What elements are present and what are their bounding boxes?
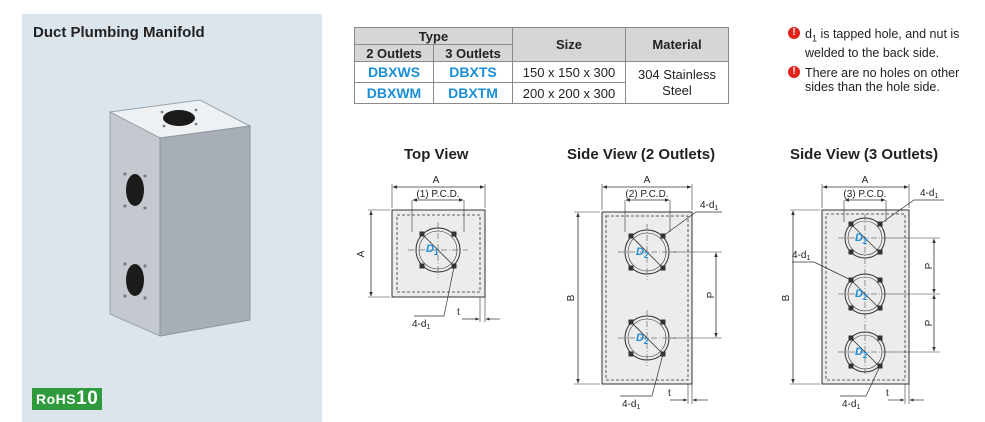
svg-text:4-d1: 4-d1 — [700, 200, 718, 212]
technical-drawings: A (1) P.C.D. A D1 4-d1 t — [356, 175, 944, 411]
material-line: Steel — [662, 82, 692, 98]
side3-t-label: t — [886, 388, 889, 399]
size-cell: 150 x 150 x 300 — [512, 61, 626, 83]
svg-text:D2: D2 — [636, 332, 649, 346]
side3-tap-sub-bottom: 1 — [856, 404, 860, 411]
side3-dim-b: B — [781, 294, 792, 301]
part-code[interactable]: DBXTS — [433, 61, 513, 83]
svg-text:D2: D2 — [636, 246, 649, 260]
top-view-title: Top View — [404, 146, 469, 163]
side3-hole-label-3: D — [855, 346, 863, 358]
product-title: Duct Plumbing Manifold — [33, 24, 205, 41]
side2-tap-label-top: 4-d — [700, 200, 714, 211]
side2-dim-p: P — [706, 291, 717, 298]
side3-dim-a: A — [862, 175, 869, 186]
note-1-sub: 1 — [811, 33, 817, 44]
svg-text:D1: D1 — [426, 243, 439, 257]
table-row: DBXWM DBXTM 200 x 200 x 300 — [354, 82, 729, 104]
svg-text:D2: D2 — [855, 288, 868, 302]
material-line: 304 Stainless — [637, 66, 717, 82]
rohs-badge: RoHS10 — [32, 388, 103, 410]
top-dim-a-side: A — [356, 250, 367, 257]
side2-tap-label-bottom: 4-d — [622, 399, 636, 410]
side2-hole-label-lower: D — [636, 332, 644, 344]
warning-icon: ! — [788, 65, 800, 78]
material-header: Material — [625, 27, 729, 62]
type-subheader-2: 2 Outlets — [354, 44, 434, 62]
side3-dim-p-upper: P — [924, 262, 935, 269]
top-t-label: t — [457, 307, 460, 318]
svg-text:4-d1: 4-d1 — [412, 319, 430, 331]
note-1-pre: d — [805, 27, 812, 41]
svg-text:4-d1: 4-d1 — [622, 399, 640, 411]
side3-tap-label-left: 4-d — [792, 250, 806, 261]
side2-pcd: (2) P.C.D. — [625, 189, 668, 200]
side3-hole-label-1: D — [855, 232, 863, 244]
side-view-2-title: Side View (2 Outlets) — [567, 146, 716, 163]
product-panel: Duct Plumbing Manifold RoHS10 — [22, 14, 322, 422]
side3-hole-sub-1: 2 — [862, 237, 868, 246]
side3-hole-sub-3: 2 — [862, 351, 868, 360]
side2-hole-sub-lower: 2 — [643, 337, 649, 346]
side2-hole-sub: 2 — [643, 251, 649, 260]
type-header: Type — [354, 27, 513, 45]
note-1-post: is tapped hole, and nut is welded to the… — [805, 27, 960, 60]
side3-hole-sub-2: 2 — [862, 293, 868, 302]
type-subheader-3: 3 Outlets — [433, 44, 513, 62]
note-1: ! d1 is tapped hole, and nut is welded t… — [788, 27, 978, 60]
side3-hole-label-2: D — [855, 288, 863, 300]
table-row: DBXWS DBXTS 150 x 150 x 300 304 Stainles… — [354, 61, 729, 104]
side-view-3-drawing — [790, 184, 944, 404]
top-hole-label: D — [426, 243, 434, 255]
part-code[interactable]: DBXTM — [433, 82, 513, 104]
svg-text:4-d1: 4-d1 — [842, 399, 860, 411]
side3-tap-sub-left: 1 — [806, 255, 810, 262]
side3-pcd: (3) P.C.D. — [843, 189, 886, 200]
top-view-drawing — [368, 184, 500, 322]
manifold-photo — [108, 99, 252, 337]
side2-dim-a: A — [644, 175, 651, 186]
top-tap-label: 4-d — [412, 319, 426, 330]
warning-icon: ! — [788, 27, 800, 39]
side3-dim-p-lower: P — [924, 319, 935, 326]
size-cell: 200 x 200 x 300 — [512, 82, 626, 104]
rohs-number: 10 — [76, 388, 99, 409]
side-view-3-title: Side View (3 Outlets) — [790, 146, 939, 163]
side2-dim-b: B — [566, 294, 577, 301]
side-view-2-drawing — [574, 184, 722, 404]
svg-text:4-d1: 4-d1 — [920, 188, 938, 200]
side2-hole-label: D — [636, 246, 644, 258]
side3-tap-label-top: 4-d — [920, 188, 934, 199]
side2-tap-sub-bottom: 1 — [636, 404, 640, 411]
side3-tap-sub-top: 1 — [934, 193, 938, 200]
svg-text:4-d1: 4-d1 — [792, 250, 810, 262]
top-dim-a: A — [433, 175, 440, 186]
svg-text:D2: D2 — [855, 232, 868, 246]
note-2-text: There are no holes on other sides than t… — [805, 65, 960, 94]
top-pcd: (1) P.C.D. — [416, 189, 459, 200]
side2-t-label: t — [668, 388, 671, 399]
part-code[interactable]: DBXWS — [354, 61, 434, 83]
size-header: Size — [512, 27, 626, 62]
top-tap-sub: 1 — [426, 324, 430, 331]
svg-text:D2: D2 — [855, 346, 868, 360]
part-code[interactable]: DBXWM — [354, 82, 434, 104]
note-2: ! There are no holes on other sides than… — [788, 65, 978, 94]
notes: ! d1 is tapped hole, and nut is welded t… — [788, 27, 978, 100]
top-hole-sub: 1 — [434, 248, 439, 257]
side2-tap-sub-top: 1 — [714, 205, 718, 212]
spec-table: Type Size Material 2 Outlets 3 Outlets D… — [354, 27, 729, 104]
side3-tap-label-bottom: 4-d — [842, 399, 856, 410]
rohs-prefix: RoHS — [36, 391, 77, 407]
